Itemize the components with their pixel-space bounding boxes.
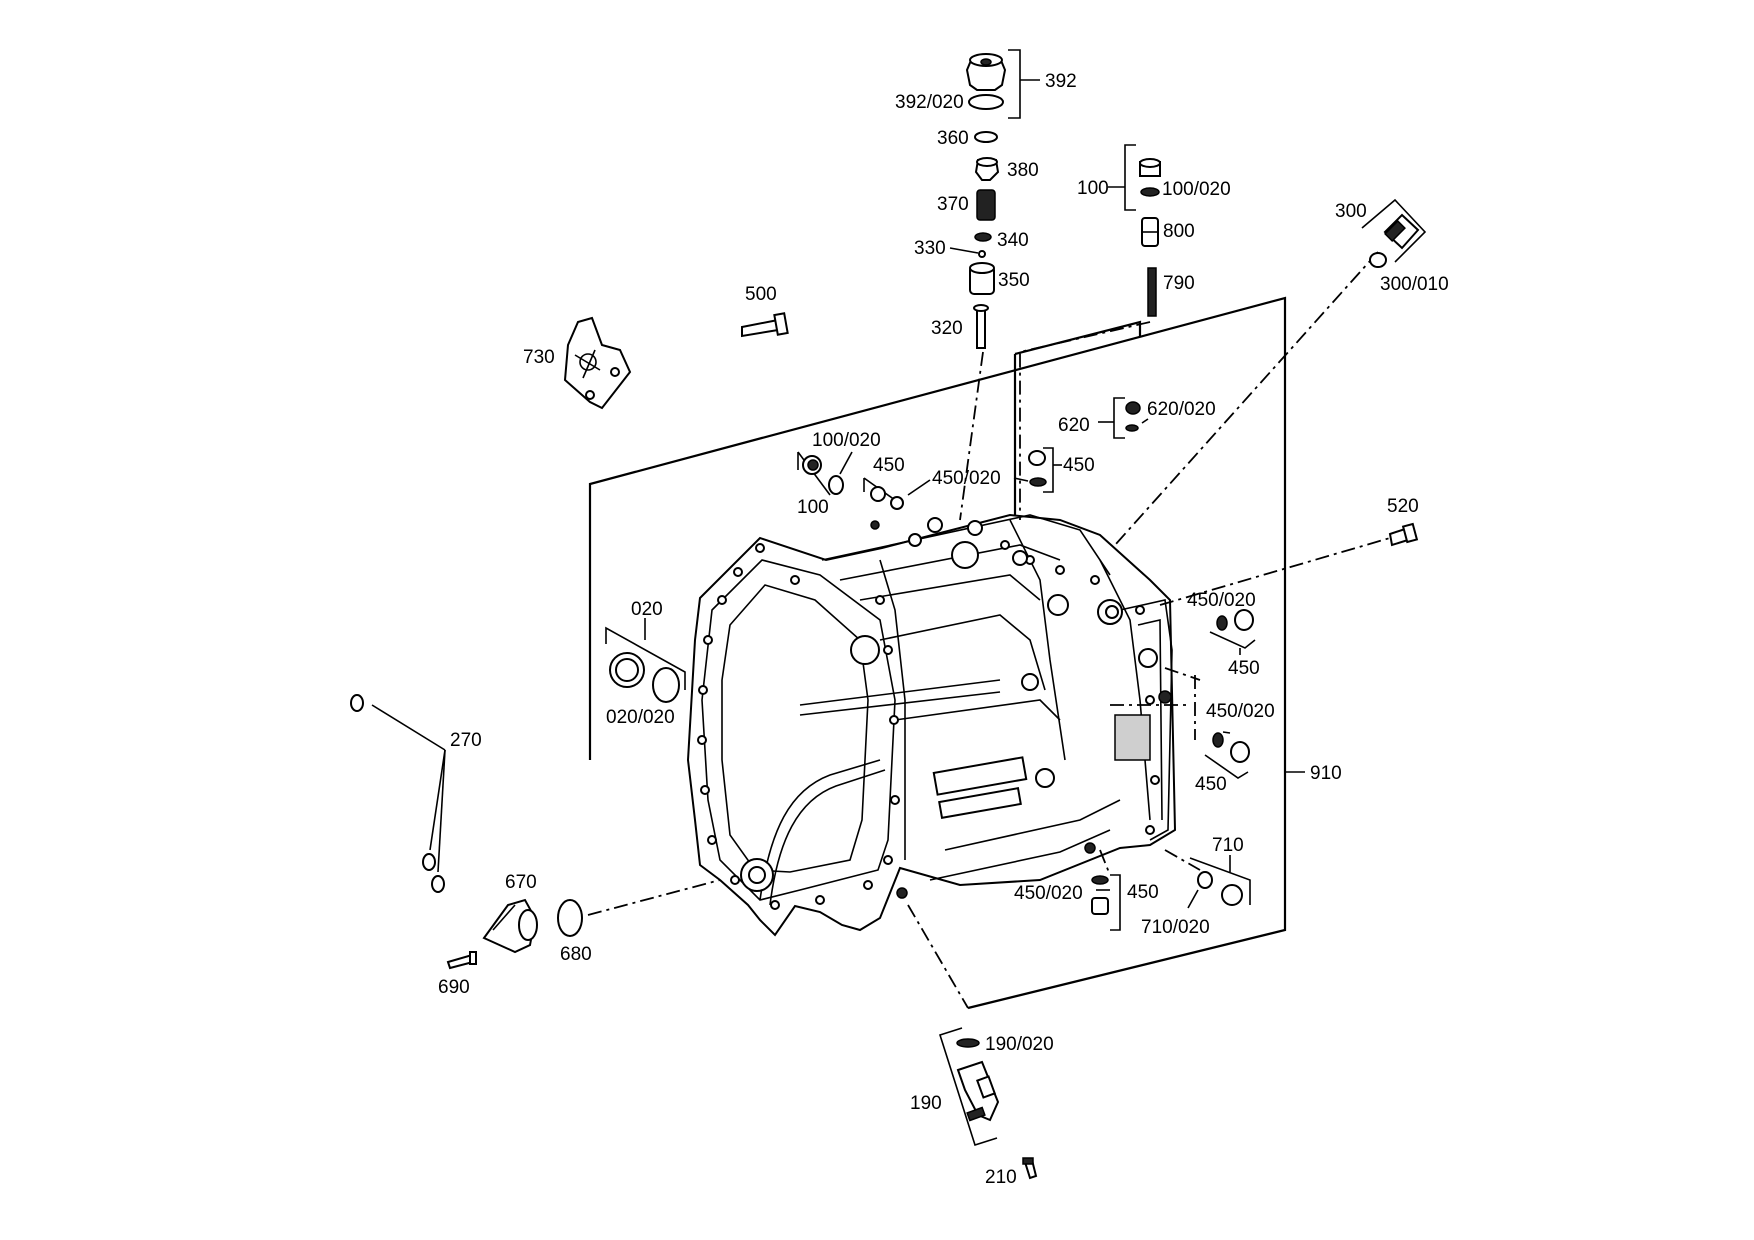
part-190-sensor <box>938 1027 1000 1147</box>
callout-190: 190 <box>910 1093 942 1114</box>
callout-450-top-left: 450 <box>873 455 905 476</box>
callout-790: 790 <box>1163 273 1195 294</box>
callout-910: 910 <box>1310 763 1342 784</box>
part-520-bolt <box>1388 522 1419 547</box>
callout-450-bottom: 450 <box>1127 882 1159 903</box>
callout-450-020-r1: 450/020 <box>1187 590 1256 611</box>
callout-300-010: 300/010 <box>1380 274 1449 295</box>
part-270-o-rings <box>350 694 446 893</box>
callout-190-020: 190/020 <box>985 1034 1054 1055</box>
part-450-right-2 <box>1204 731 1250 779</box>
callout-670: 670 <box>505 872 537 893</box>
part-680-o-ring <box>557 899 583 937</box>
callout-100-020-top: 100/020 <box>1162 179 1231 200</box>
part-392-020-seal-ring <box>968 94 1004 110</box>
callout-500: 500 <box>745 284 777 305</box>
callout-450-r2: 450 <box>1195 774 1227 795</box>
callout-730: 730 <box>523 347 555 368</box>
part-800-sleeve <box>1141 217 1159 247</box>
part-340-washer <box>974 232 992 242</box>
part-450-bottom-plug <box>1091 874 1121 931</box>
callout-450-020-bottom: 450/020 <box>1014 883 1083 904</box>
part-320-pin <box>973 304 989 349</box>
callout-680: 680 <box>560 944 592 965</box>
callout-020-020: 020/020 <box>606 707 675 728</box>
part-020-seal <box>605 618 686 703</box>
callout-330: 330 <box>914 238 946 259</box>
callout-320: 320 <box>931 318 963 339</box>
callout-210: 210 <box>985 1167 1017 1188</box>
callout-360: 360 <box>937 128 969 149</box>
callout-620: 620 <box>1058 415 1090 436</box>
part-790-pin <box>1147 267 1157 317</box>
part-210-screw <box>1022 1157 1038 1180</box>
callout-450-020-top: 450/020 <box>932 468 1001 489</box>
part-620-plug <box>1098 397 1149 439</box>
part-450-right-1 <box>1209 609 1256 655</box>
part-100-left-plug <box>797 451 853 496</box>
part-100-top-group <box>1108 144 1161 211</box>
callout-392: 392 <box>1045 71 1077 92</box>
part-360-o-ring <box>974 131 998 143</box>
flange-bolt-holes <box>697 540 1160 910</box>
callout-370: 370 <box>937 194 969 215</box>
callout-340: 340 <box>997 230 1029 251</box>
callout-690: 690 <box>438 977 470 998</box>
callout-270: 270 <box>450 730 482 751</box>
callout-labels: 392 392/020 360 380 370 340 330 350 320 … <box>438 71 1449 1188</box>
callout-392-020: 392/020 <box>895 92 964 113</box>
callout-380: 380 <box>1007 160 1039 181</box>
callout-710: 710 <box>1212 835 1244 856</box>
part-380-plug <box>974 157 1000 181</box>
housing-frame-910 <box>588 296 1305 1010</box>
callout-450-r1: 450 <box>1228 658 1260 679</box>
part-350-sleeve <box>969 262 995 295</box>
callout-450-020-r2: 450/020 <box>1206 701 1275 722</box>
transmission-housing <box>686 513 1177 937</box>
callout-710-020: 710/020 <box>1141 917 1210 938</box>
callout-620-020: 620/020 <box>1147 399 1216 420</box>
part-690-screw <box>446 951 477 970</box>
callout-100-left: 100 <box>797 497 829 518</box>
callout-100-020-left: 100/020 <box>812 430 881 451</box>
part-450-top-right-plug <box>1013 447 1062 493</box>
part-370-spring <box>976 189 996 221</box>
callout-800: 800 <box>1163 221 1195 242</box>
part-710-plug <box>1187 855 1251 909</box>
callout-520: 520 <box>1387 496 1419 517</box>
callout-020: 020 <box>631 599 663 620</box>
part-300-sensor <box>1361 198 1427 268</box>
part-330-ball <box>949 247 986 258</box>
part-730-bracket <box>563 316 632 410</box>
part-450-top-left-plug <box>863 477 931 510</box>
part-670-cover <box>482 898 538 954</box>
callout-350: 350 <box>998 270 1030 291</box>
callout-100-top: 100 <box>1077 178 1109 199</box>
alignment-lines <box>587 251 1391 1009</box>
callout-300: 300 <box>1335 201 1367 222</box>
part-392-breather <box>965 49 1040 119</box>
part-500-bolt <box>741 312 789 338</box>
callout-450-top-right: 450 <box>1063 455 1095 476</box>
